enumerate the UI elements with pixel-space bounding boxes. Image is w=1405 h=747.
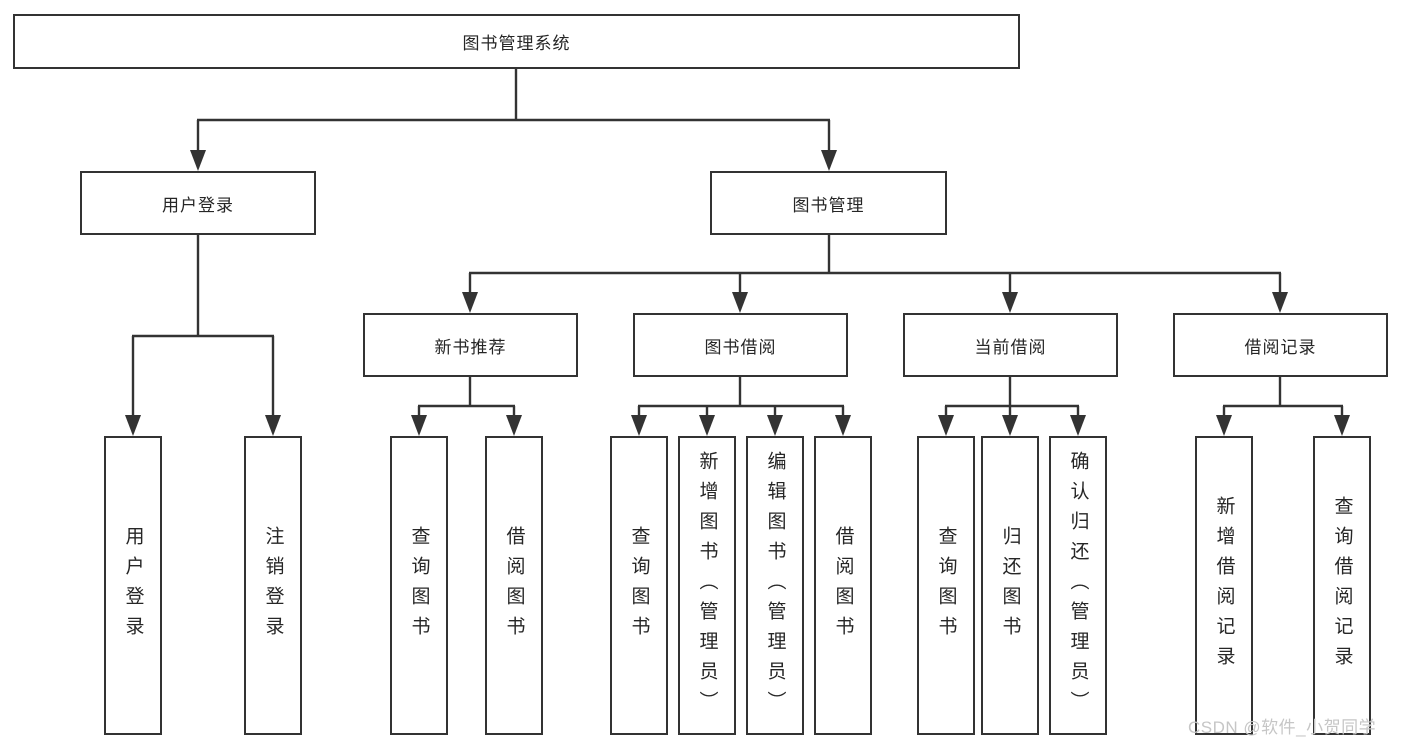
leaf-add-book-admin: 新增图书（管理员） xyxy=(678,436,736,735)
node-label: 查询图书 xyxy=(628,525,650,646)
node-label: 查询借阅记录 xyxy=(1331,495,1353,676)
connector xyxy=(417,377,516,420)
arrowhead-icon xyxy=(190,150,206,171)
arrowhead-icon xyxy=(125,415,141,436)
arrowhead-icon xyxy=(938,415,954,436)
connector xyxy=(637,377,845,420)
node-root-system: 图书管理系统 xyxy=(13,14,1020,69)
node-user-login: 用户登录 xyxy=(80,171,316,235)
leaf-recommend-borrow-books: 借阅图书 xyxy=(485,436,543,735)
node-label: 归还图书 xyxy=(999,525,1021,646)
node-label: 用户登录 xyxy=(162,195,234,215)
connector xyxy=(468,235,1282,297)
arrowhead-icon xyxy=(1002,415,1018,436)
leaf-edit-book-admin: 编辑图书（管理员） xyxy=(746,436,804,735)
csdn-watermark: CSDN @软件_小贺同学 xyxy=(1188,718,1377,737)
arrowhead-icon xyxy=(1272,292,1288,313)
node-label: 用户登录 xyxy=(122,525,144,646)
arrowhead-icon xyxy=(732,292,748,313)
arrowhead-icon xyxy=(265,415,281,436)
arrowhead-icon xyxy=(506,415,522,436)
node-label: 图书管理 xyxy=(792,195,865,215)
arrowhead-icon xyxy=(1334,415,1350,436)
node-label: 图书借阅 xyxy=(704,337,777,357)
leaf-borrow-query-books: 查询图书 xyxy=(610,436,668,735)
leaf-confirm-return-admin: 确认归还（管理员） xyxy=(1049,436,1107,735)
node-label: 借阅记录 xyxy=(1244,337,1317,357)
arrowhead-icon xyxy=(631,415,647,436)
node-label: 新书推荐 xyxy=(434,337,507,357)
connector xyxy=(131,235,275,420)
node-label: 新增借阅记录 xyxy=(1213,495,1235,676)
leaf-add-borrow-record: 新增借阅记录 xyxy=(1195,436,1253,735)
connector xyxy=(944,377,1080,420)
node-current-borrow: 当前借阅 xyxy=(903,313,1118,377)
arrowhead-icon xyxy=(1216,415,1232,436)
node-label: 查询图书 xyxy=(408,525,430,646)
node-label: 图书管理系统 xyxy=(462,34,571,53)
node-label: 注销登录 xyxy=(262,525,284,646)
connector xyxy=(196,69,831,155)
arrowhead-icon xyxy=(462,292,478,313)
node-new-book-recommend: 新书推荐 xyxy=(363,313,578,377)
arrowhead-icon xyxy=(411,415,427,436)
leaf-borrow-books: 借阅图书 xyxy=(814,436,872,735)
arrowhead-icon xyxy=(821,150,837,171)
node-book-management: 图书管理 xyxy=(710,171,947,235)
leaf-user-login: 用户登录 xyxy=(104,436,162,735)
node-label: 编辑图书（管理员） xyxy=(764,450,786,721)
node-label: 当前借阅 xyxy=(974,337,1047,357)
node-label: 借阅图书 xyxy=(503,525,525,646)
arrowhead-icon xyxy=(1002,292,1018,313)
node-label: 确认归还（管理员） xyxy=(1067,450,1089,721)
connector xyxy=(1222,377,1344,420)
leaf-return-books: 归还图书 xyxy=(981,436,1039,735)
leaf-current-query-books: 查询图书 xyxy=(917,436,975,735)
node-label: 查询图书 xyxy=(935,525,957,646)
leaf-logout: 注销登录 xyxy=(244,436,302,735)
arrowhead-icon xyxy=(1070,415,1086,436)
node-label: 新增图书（管理员） xyxy=(696,450,718,721)
node-borrow-records: 借阅记录 xyxy=(1173,313,1388,377)
node-label: 借阅图书 xyxy=(832,525,854,646)
leaf-recommend-query-books: 查询图书 xyxy=(390,436,448,735)
arrowhead-icon xyxy=(835,415,851,436)
leaf-query-borrow-record: 查询借阅记录 xyxy=(1313,436,1371,735)
arrowhead-icon xyxy=(767,415,783,436)
arrowhead-icon xyxy=(699,415,715,436)
node-book-borrow: 图书借阅 xyxy=(633,313,848,377)
